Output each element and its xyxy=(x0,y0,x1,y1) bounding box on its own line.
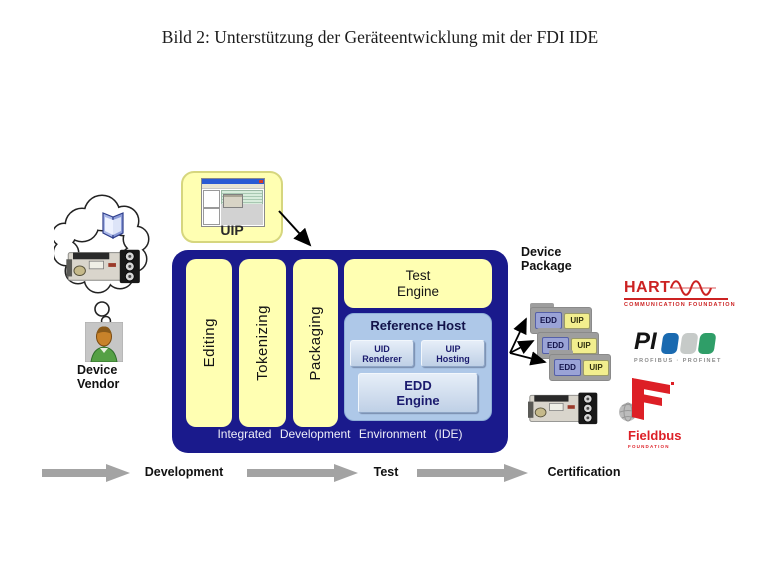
reference-host-title: Reference Host xyxy=(370,318,466,333)
hart-rule xyxy=(624,298,728,300)
device-package-label: Device Package xyxy=(521,245,572,273)
ide-box: Editing Tokenizing Packaging Test Engine… xyxy=(172,250,508,453)
ide-column-label: Editing xyxy=(200,318,218,368)
hart-logo: HART COMMUNICATION FOUNDATION xyxy=(624,279,736,308)
thumb-dialog xyxy=(223,194,243,208)
thumb-close-icon xyxy=(259,180,263,183)
phase-label-development: Development xyxy=(144,465,224,479)
pi-green-block xyxy=(697,333,717,354)
fieldbus-logo-text: Fieldbus xyxy=(628,428,682,443)
field-device-image xyxy=(66,249,141,284)
pi-blue-block xyxy=(660,333,680,354)
ide-to-package-arrow xyxy=(509,340,535,355)
phase-label-certification: Certification xyxy=(547,465,621,479)
ide-to-package-arrow xyxy=(509,317,527,354)
phase-arrow xyxy=(247,464,358,482)
phase-arrow xyxy=(417,464,528,482)
vendor-avatar xyxy=(85,322,123,362)
fieldbus-logo-subtitle: FOUNDATION xyxy=(628,444,670,449)
uip-hosting-box: UIP Hosting xyxy=(421,340,485,367)
reference-host-box: Reference Host UID Renderer UIP Hosting … xyxy=(344,313,492,421)
edd-chip: EDD xyxy=(554,359,581,376)
thumb-menubar xyxy=(202,184,264,189)
ide-column-label: Tokenizing xyxy=(254,305,271,381)
phase-arrow xyxy=(42,464,130,482)
thumb-left-panel xyxy=(203,190,220,208)
pi-logo: PI PROFIBUS · PROFINET xyxy=(634,328,722,365)
hart-sine-wave-icon xyxy=(670,280,717,296)
ide-column-packaging: Packaging xyxy=(293,259,338,427)
uip-to-ide-arrow xyxy=(278,210,312,247)
edd-engine-box: EDD Engine xyxy=(358,373,478,413)
book-icon xyxy=(102,212,124,239)
ide-column-label: Packaging xyxy=(307,305,324,381)
thought-bubble xyxy=(54,194,150,327)
uip-chip: UIP xyxy=(564,313,590,329)
uip-chip: UIP xyxy=(583,360,609,376)
uip-box: UIP xyxy=(181,171,283,243)
pi-logo-text: PI xyxy=(634,328,657,355)
uip-chip: UIP xyxy=(571,338,597,354)
ide-column-tokenizing: Tokenizing xyxy=(239,259,286,427)
uip-screenshot-thumbnail xyxy=(201,178,265,227)
test-engine-box: Test Engine xyxy=(344,259,492,308)
fieldbus-logo: Fieldbus FOUNDATION xyxy=(618,376,698,449)
thumb-body xyxy=(221,204,263,225)
device-package-folder: EDD UIP xyxy=(530,303,592,334)
uip-box-label: UIP xyxy=(220,222,244,238)
thumb-titlebar xyxy=(202,179,264,184)
device-package-folder: EDD UIP xyxy=(549,350,611,381)
hart-logo-text: HART xyxy=(624,279,671,296)
pi-logo-subtitle: PROFIBUS · PROFINET xyxy=(634,358,722,364)
ide-caption: Integrated Development Environment (IDE) xyxy=(217,427,463,441)
phase-label-test: Test xyxy=(373,465,399,479)
hart-logo-subtitle: COMMUNICATION FOUNDATION xyxy=(624,301,736,308)
field-device-image xyxy=(528,392,598,425)
device-vendor-label: Device Vendor xyxy=(77,363,120,391)
uid-renderer-box: UID Renderer xyxy=(350,340,414,367)
edd-chip: EDD xyxy=(535,312,562,329)
thumb-left-panel xyxy=(203,208,220,225)
pi-gray-block xyxy=(679,333,699,354)
ide-column-editing: Editing xyxy=(186,259,232,427)
fieldbus-flag-icon xyxy=(619,378,674,422)
figure-title: Bild 2: Unterstützung der Geräteentwickl… xyxy=(161,27,599,47)
